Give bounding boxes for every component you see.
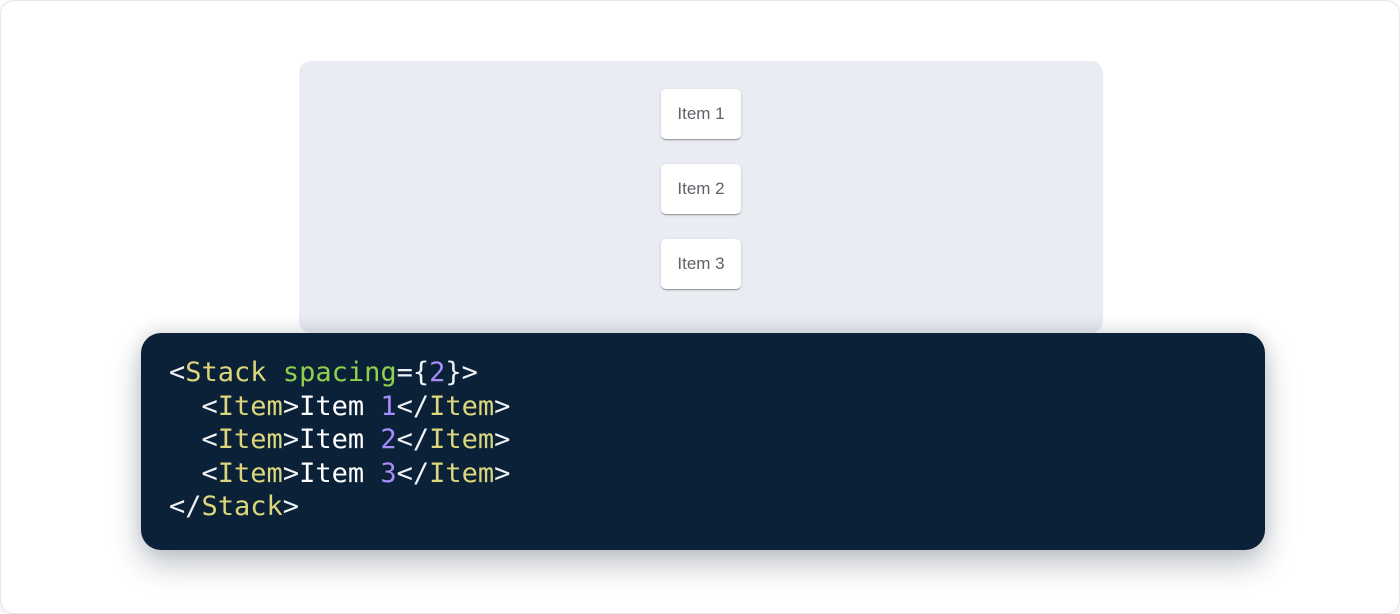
code-token-p: < (169, 390, 218, 422)
code-token-p: > (282, 424, 300, 455)
code-token-txt: Item (299, 390, 381, 422)
code-token-tag: Item (429, 457, 495, 489)
code-token-num: 1 (380, 390, 397, 422)
code-token-p: </ (396, 457, 430, 489)
code-token-p: }> (445, 357, 478, 388)
code-content: <Stack spacing={2}> <Item>Item 1</Item> … (169, 356, 1237, 524)
code-token-num: 3 (380, 457, 397, 489)
code-token-tag: Stack (185, 357, 267, 388)
code-token-p: > (494, 457, 511, 489)
stack-demo-panel: Item 1 Item 2 Item 3 (299, 61, 1103, 333)
code-token-p: > (494, 390, 511, 422)
code-token-tag: Item (429, 390, 495, 422)
code-block: <Stack spacing={2}> <Item>Item 1</Item> … (141, 333, 1265, 550)
code-token-p: > (494, 424, 511, 455)
code-token-p: </ (169, 491, 202, 522)
code-token-p: < (169, 357, 186, 388)
code-token-p: > (282, 491, 300, 522)
code-line: <Item>Item 2</Item> (169, 423, 1237, 457)
code-token-attr: spacing (282, 357, 397, 388)
code-token-tag: Item (217, 457, 283, 489)
code-token-p: < (169, 424, 218, 455)
stack-container: Item 1 Item 2 Item 3 (299, 89, 1103, 289)
code-token-tag: Item (217, 390, 283, 422)
stack-item-card: Item 3 (661, 239, 741, 289)
code-token-p: < (169, 457, 218, 489)
code-token-p: ={ (396, 357, 430, 388)
code-token-p: > (282, 457, 300, 489)
code-token-num: 2 (429, 357, 446, 388)
code-token-p: </ (396, 424, 430, 455)
code-token-tag: Item (217, 424, 283, 455)
stack-item-card: Item 2 (661, 164, 741, 214)
stack-item-card: Item 1 (661, 89, 741, 139)
code-token-num: 2 (380, 424, 397, 455)
code-line: </Stack> (169, 490, 1237, 524)
code-token-p (267, 357, 283, 388)
code-token-txt: Item (299, 424, 381, 455)
code-line: <Item>Item 3</Item> (169, 457, 1237, 491)
code-token-p: </ (396, 390, 430, 422)
code-token-tag: Stack (201, 491, 283, 522)
code-token-p: > (282, 390, 300, 422)
code-line: <Item>Item 1</Item> (169, 390, 1237, 424)
code-token-txt: Item (299, 457, 381, 489)
code-line: <Stack spacing={2}> (169, 356, 1237, 390)
code-token-tag: Item (429, 424, 495, 455)
